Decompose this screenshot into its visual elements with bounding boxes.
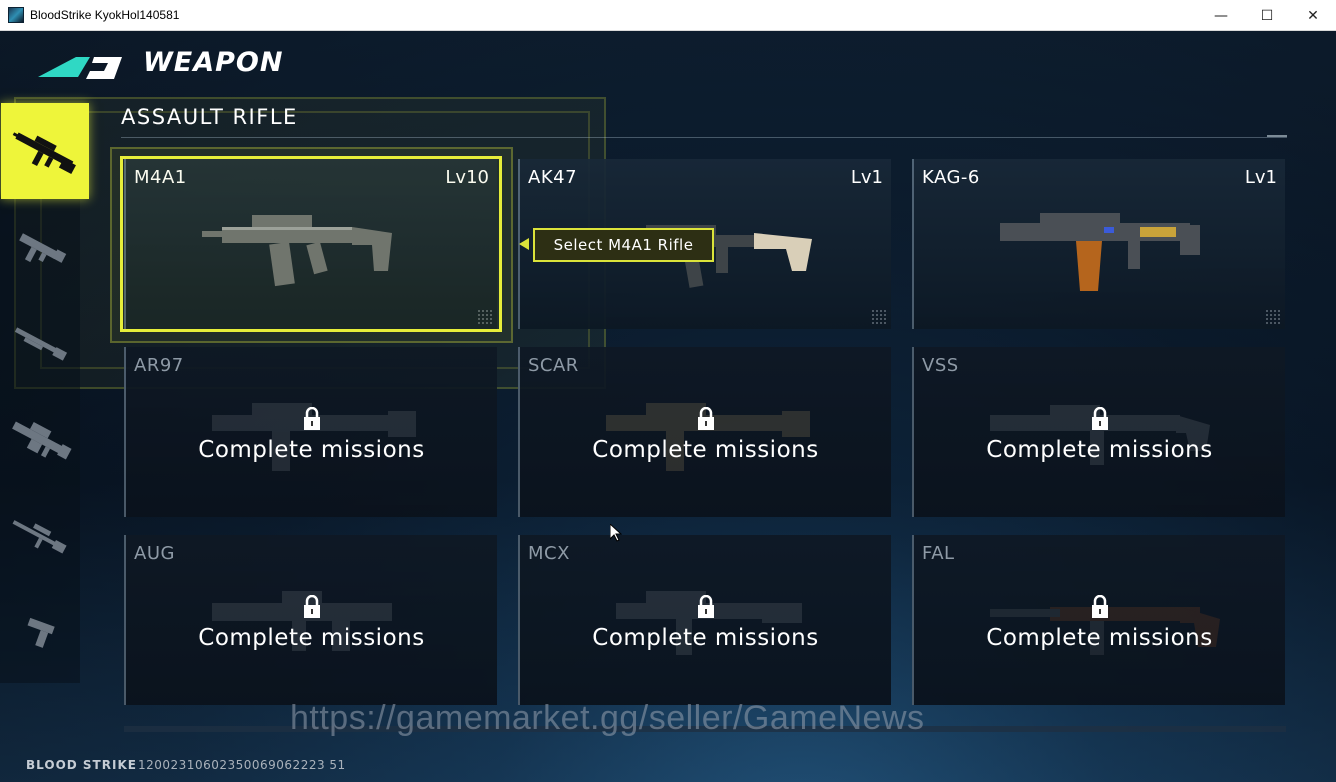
m4a1-rifle-icon <box>201 215 392 287</box>
minimize-button[interactable]: — <box>1214 7 1228 24</box>
mcx-rifle-icon <box>615 591 802 655</box>
ar97-rifle-icon <box>211 403 416 471</box>
lock-icon <box>697 407 714 430</box>
app-icon <box>8 7 24 23</box>
next-row-edge <box>124 726 1286 732</box>
weapon-name: KAG-6 <box>922 167 980 188</box>
weapon-name: AUG <box>134 543 175 564</box>
lock-icon <box>1091 407 1108 430</box>
fal-rifle-icon <box>989 607 1220 655</box>
vss-rifle-icon <box>989 405 1210 465</box>
section-title: ASSAULT RIFLE <box>121 105 298 129</box>
sidebar-item-shotgun[interactable] <box>0 309 80 379</box>
weapon-category-sidebar <box>0 103 89 683</box>
lock-icon <box>303 595 320 618</box>
weapon-card-fal[interactable]: FAL Complete missions <box>912 535 1285 705</box>
lmg-icon <box>12 421 72 460</box>
sidebar-item-assault-rifle[interactable] <box>1 103 89 199</box>
footer-user-id: 12002310602350069062223 51 <box>138 758 346 772</box>
window-controls: — ☐ ✕ <box>1198 0 1336 31</box>
weapon-card-m4a1[interactable]: M4A1 Lv10 <box>124 159 497 329</box>
lock-icon <box>303 407 320 430</box>
lock-message: Complete missions <box>986 437 1213 463</box>
weapon-level: Lv1 <box>1244 167 1277 188</box>
weapon-card-vss[interactable]: VSS Complete missions <box>912 347 1285 517</box>
blood-strike-logo-icon <box>38 57 122 79</box>
weapon-name: FAL <box>922 543 955 564</box>
page-title: WEAPON <box>143 47 284 78</box>
weapon-card-ar97[interactable]: AR97 Complete missions <box>124 347 497 517</box>
weapon-level: Lv10 <box>445 167 489 188</box>
window-titlebar: BloodStrike KyokHol140581 — ☐ ✕ <box>0 0 1336 31</box>
kag6-rifle-icon <box>999 213 1200 291</box>
weapon-name: SCAR <box>528 355 579 376</box>
sidebar-item-pistol[interactable] <box>0 597 80 667</box>
sidebar-item-lmg[interactable] <box>0 405 80 475</box>
mouse-cursor-icon <box>610 524 622 542</box>
lock-message: Complete missions <box>592 437 819 463</box>
game-screen: WEAPON <box>0 31 1336 782</box>
watermark-text: https://gamemarket.gg/seller/GameNews <box>290 699 925 737</box>
lock-message: Complete missions <box>592 625 819 651</box>
tooltip-arrow <box>519 238 529 250</box>
select-weapon-tooltip[interactable]: Select M4A1 Rifle <box>533 228 714 262</box>
weapon-name: MCX <box>528 543 570 564</box>
window-title: BloodStrike KyokHol140581 <box>30 8 180 22</box>
sidebar-item-smg[interactable] <box>0 213 80 283</box>
selected-card-border <box>120 156 502 332</box>
weapon-card-scar[interactable]: SCAR Complete missions <box>518 347 891 517</box>
lock-message: Complete missions <box>986 625 1213 651</box>
smg-icon <box>19 233 67 263</box>
aug-rifle-icon <box>211 591 392 651</box>
weapon-name: VSS <box>922 355 959 376</box>
weapon-level: Lv1 <box>850 167 883 188</box>
weapon-card-kag6[interactable]: KAG-6 Lv1 <box>912 159 1285 329</box>
close-button[interactable]: ✕ <box>1307 7 1319 24</box>
weapon-card-mcx[interactable]: MCX Complete missions <box>518 535 891 705</box>
maximize-button[interactable]: ☐ <box>1260 7 1274 24</box>
sniper-rifle-icon <box>12 520 67 554</box>
shotgun-icon <box>14 327 68 361</box>
weapon-name: AR97 <box>134 355 184 376</box>
lock-icon <box>1091 595 1108 618</box>
lock-message: Complete missions <box>198 625 425 651</box>
weapon-card-aug[interactable]: AUG Complete missions <box>124 535 497 705</box>
footer-brand: BLOOD STRIKE <box>26 758 137 772</box>
scar-rifle-icon <box>605 403 810 471</box>
section-divider <box>121 135 1287 138</box>
sidebar-item-sniper-rifle[interactable] <box>0 501 80 571</box>
assault-rifle-icon <box>12 132 76 175</box>
weapon-name: AK47 <box>528 167 578 188</box>
lock-icon <box>697 595 714 618</box>
weapon-name: M4A1 <box>134 167 187 188</box>
selected-card-glow <box>110 147 513 343</box>
lock-message: Complete missions <box>198 437 425 463</box>
pistol-icon <box>27 617 55 648</box>
